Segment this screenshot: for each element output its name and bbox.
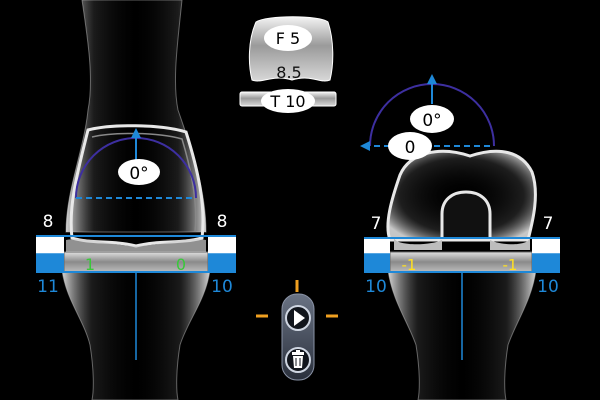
right-rotation-handle-top[interactable] — [427, 74, 437, 84]
right-rotation-badge-top — [410, 105, 454, 133]
left-gap-bar-white-left — [36, 236, 64, 254]
left-gap-bar-white-right — [208, 236, 236, 254]
tibia-size-badge — [261, 89, 315, 113]
left-gap-inner-left: 1 — [85, 255, 95, 274]
left-rotation-handle[interactable] — [131, 128, 141, 138]
left-gap-bottom-right: 10 — [211, 277, 233, 297]
right-gap-bar-blue-right — [532, 254, 560, 272]
right-gap-inner-right: -1 — [503, 256, 518, 274]
insert-thickness-label: 8.5 — [276, 63, 301, 82]
right-rotation-label-top: 0° — [422, 111, 441, 131]
left-gap-top-right: 8 — [217, 212, 228, 232]
left-gap-bottom-left: 11 — [37, 277, 59, 297]
right-gap-bar-white-right — [532, 238, 560, 254]
right-condyle-right — [490, 238, 530, 250]
tibia-size-label: T 10 — [269, 92, 305, 111]
left-femur-bone — [65, 0, 207, 233]
implant-size-indicator: F 5 8.5 T 10 — [239, 16, 337, 113]
left-rotation-badge — [118, 159, 160, 185]
right-rotation-handle-side[interactable] — [360, 141, 370, 151]
trash-icon[interactable] — [292, 350, 304, 368]
femur-size-badge — [264, 25, 312, 51]
left-gap-bar-blue-right — [208, 254, 236, 272]
playback-controls — [256, 280, 338, 381]
left-knee-view: 0° 8 8 1 0 11 10 — [36, 0, 236, 400]
right-gap-bar-blue-left — [364, 254, 390, 272]
right-gap-inner-left: -1 — [402, 256, 417, 274]
right-gap-bottom-left: 10 — [365, 277, 387, 297]
right-gap-bar-white-left — [364, 238, 390, 254]
play-button[interactable] — [285, 305, 311, 331]
right-gap-top-right: 7 — [543, 214, 554, 234]
right-gap-top-left: 7 — [371, 214, 382, 234]
left-gap-top-left: 8 — [43, 212, 54, 232]
right-condyle-left — [394, 238, 442, 250]
left-gap-bar-blue-left — [36, 254, 64, 272]
trash-button[interactable] — [285, 347, 311, 373]
femur-size-label: F 5 — [276, 29, 300, 48]
right-knee-view: 0° 0 7 7 -1 -1 10 10 — [360, 74, 560, 400]
right-rotation-badge-side — [388, 132, 432, 160]
left-gap-inner-right: 0 — [176, 255, 186, 274]
left-rotation-label: 0° — [129, 164, 148, 184]
right-gap-bottom-right: 10 — [537, 277, 559, 297]
play-icon[interactable] — [294, 310, 305, 326]
right-rotation-label-side: 0 — [405, 138, 416, 158]
